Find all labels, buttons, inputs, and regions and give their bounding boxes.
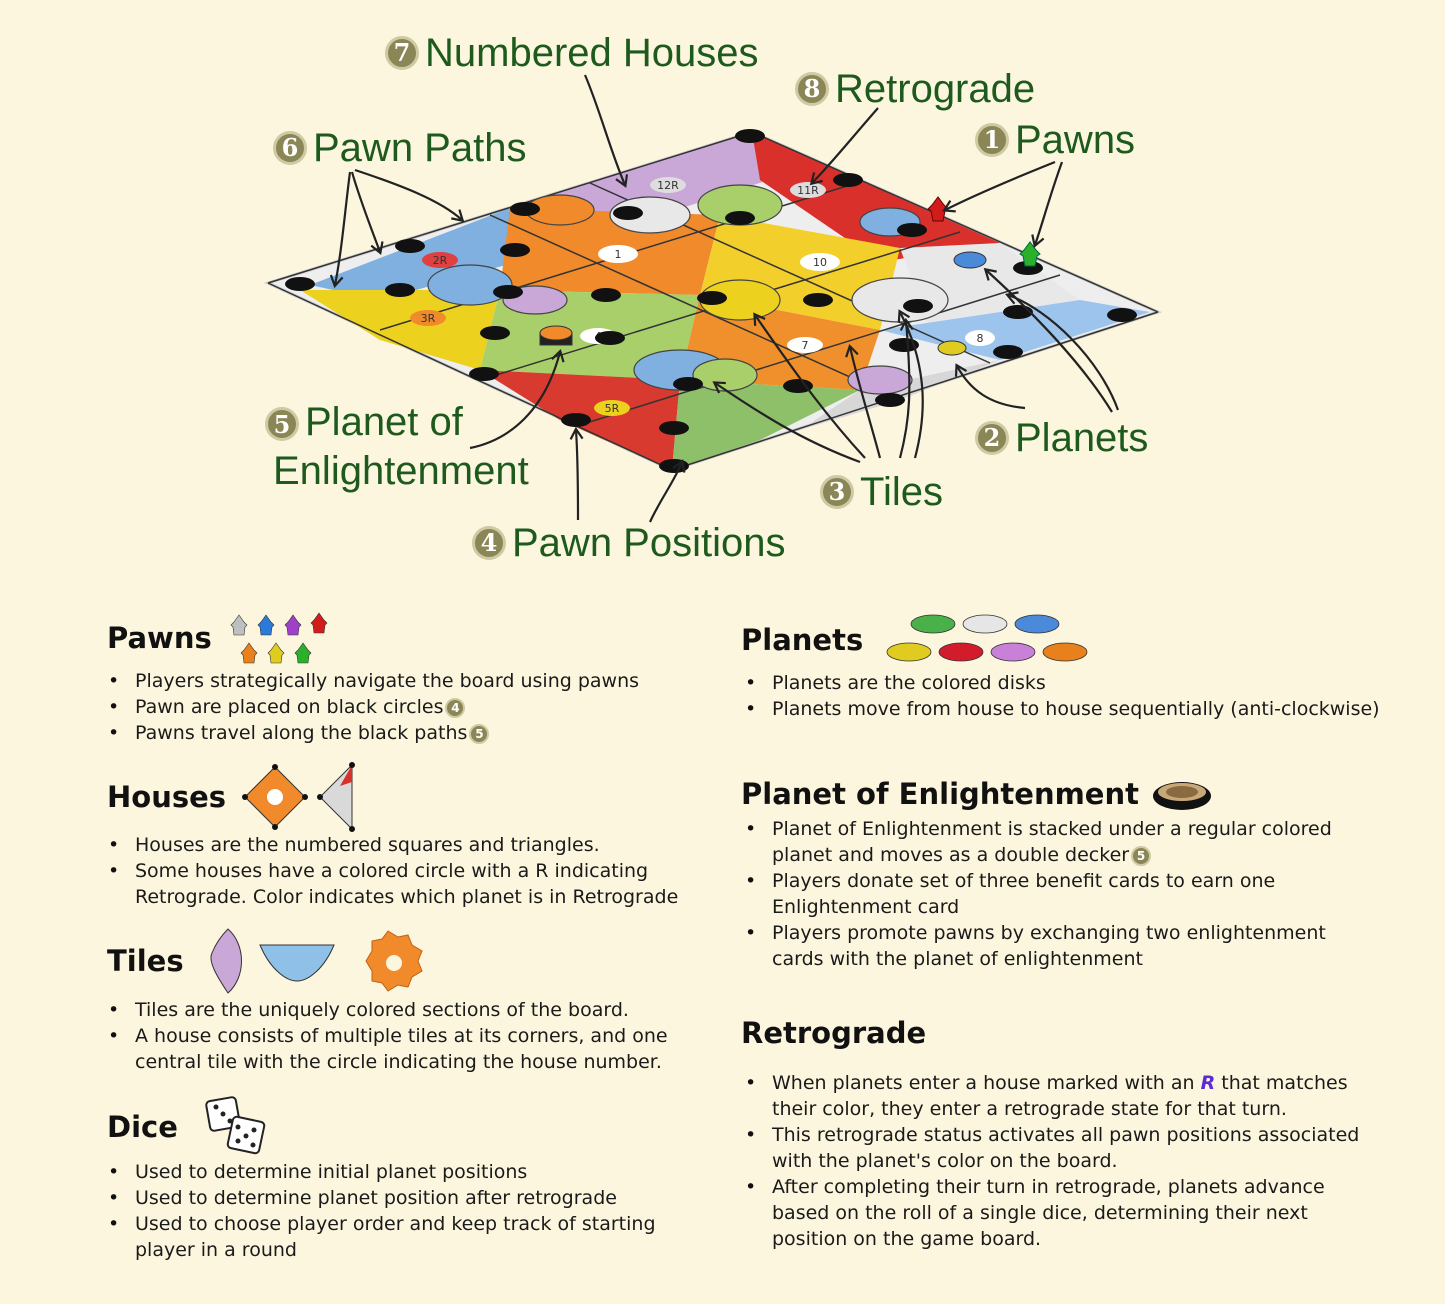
section-dice: Dice Used to determine initial planet po… [107,1095,717,1263]
house-label-1: 1 [615,248,622,261]
callout-number-badge: 4 [472,526,506,560]
list-item: A house consists of multiple tiles at it… [108,1023,717,1075]
callout-label: Pawns [1015,118,1136,162]
callout-pawn-paths: 6 Pawn Paths [273,128,526,168]
section-tiles: Tiles Tiles are the uniquely colored sec… [107,925,717,1075]
section-houses: Houses Houses are the numbered squares a… [107,762,717,910]
tile-green-bottom [672,380,860,470]
list-item: Players promote pawns by exchanging two … [745,920,1381,972]
house-label-2r: 2R [433,254,448,267]
house-label-7: 7 [802,339,809,352]
game-board-illustration: 1 10 4 7 8 12R 11R 2R 3R 5R [263,74,1163,523]
list-item: This retrograde status activates all paw… [745,1122,1381,1174]
list-item: Players donate set of three benefit card… [745,868,1381,920]
house-label-5r: 5R [605,402,620,415]
ref-badge: 5 [1131,845,1152,866]
house-label-10: 10 [813,256,827,269]
callout-label: Tiles [860,470,943,514]
house-label-3r: 3R [421,312,436,325]
list-item: Planet of Enlightenment is stacked under… [745,816,1381,868]
callout-planets: 2 Planets [975,418,1148,458]
callout-label: Retrograde [835,67,1036,111]
callout-number-badge: 6 [273,131,307,165]
callout-number-badge: 1 [975,123,1009,157]
section-title: Houses [107,780,227,814]
section-title: Retrograde [741,1016,927,1050]
list-item: Houses are the numbered squares and tria… [108,832,717,858]
list-item: Tiles are the uniquely colored sections … [108,997,717,1023]
section-title: Planet of Enlightenment [741,777,1139,811]
callout-label-line2: Enlightenment [273,448,529,493]
section-pawns: Pawns Players strategically navigate the… [107,608,717,746]
section-planet-of-enlightenment: Planet of Enlightenment Planet of Enligh… [741,776,1381,972]
callout-label-line1: Planet of [305,400,463,444]
list-item: After completing their turn in retrograd… [745,1174,1381,1252]
list-item: Planets move from house to house sequent… [745,696,1381,722]
section-planets: Planets Planets are the colored disks Pl… [741,612,1381,722]
list-item: When planets enter a house marked with a… [745,1070,1381,1122]
callout-pawns: 1 Pawns [975,120,1135,160]
section-title: Planets [741,623,864,657]
callout-label: Numbered Houses [425,31,759,75]
tile-yellow-left [300,290,500,370]
callout-label: Pawn Positions [512,521,786,565]
list-item: Some houses have a colored circle with a… [108,858,717,910]
callout-label: Planets [1015,416,1149,460]
callout-numbered-houses: 7 Numbered Houses [385,33,759,73]
callout-label: Pawn Paths [313,126,527,170]
callout-retrograde: 8 Retrograde [795,69,1035,109]
callout-number-badge: 7 [385,36,419,70]
ref-badge: 4 [445,697,466,718]
house-label-11r: 11R [797,184,819,197]
list-item: Used to determine initial planet positio… [108,1159,717,1185]
section-title: Pawns [107,621,212,655]
callout-pawn-positions: 4 Pawn Positions [472,523,785,563]
list-item: Used to choose player order and keep tra… [108,1211,717,1263]
pawns-icon [230,612,328,664]
section-title: Tiles [107,944,184,978]
tiles-icon [210,928,423,994]
callout-tiles: 3 Tiles [820,472,943,512]
retrograde-r-mark: R [1200,1072,1216,1094]
dice-icon [205,1096,266,1155]
planets-icon [886,614,1088,662]
callout-number-badge: 2 [975,421,1009,455]
callout-number-badge: 8 [795,72,829,106]
list-item: Used to determine planet position after … [108,1185,717,1211]
callout-number-badge: 3 [820,475,854,509]
ref-badge: 5 [469,723,490,744]
house-label-8: 8 [977,332,984,345]
house-label-12r: 12R [657,179,679,192]
section-retrograde: Retrograde When planets enter a house ma… [741,1016,1381,1252]
callout-number-badge: 5 [265,407,299,442]
list-item: Planets are the colored disks [745,670,1381,696]
enlightenment-disk-icon [1153,782,1211,810]
tile-red-top [752,132,1000,262]
list-item: Players strategically navigate the board… [108,668,717,694]
house-tiles-icon [242,762,356,832]
section-title: Dice [107,1110,178,1144]
